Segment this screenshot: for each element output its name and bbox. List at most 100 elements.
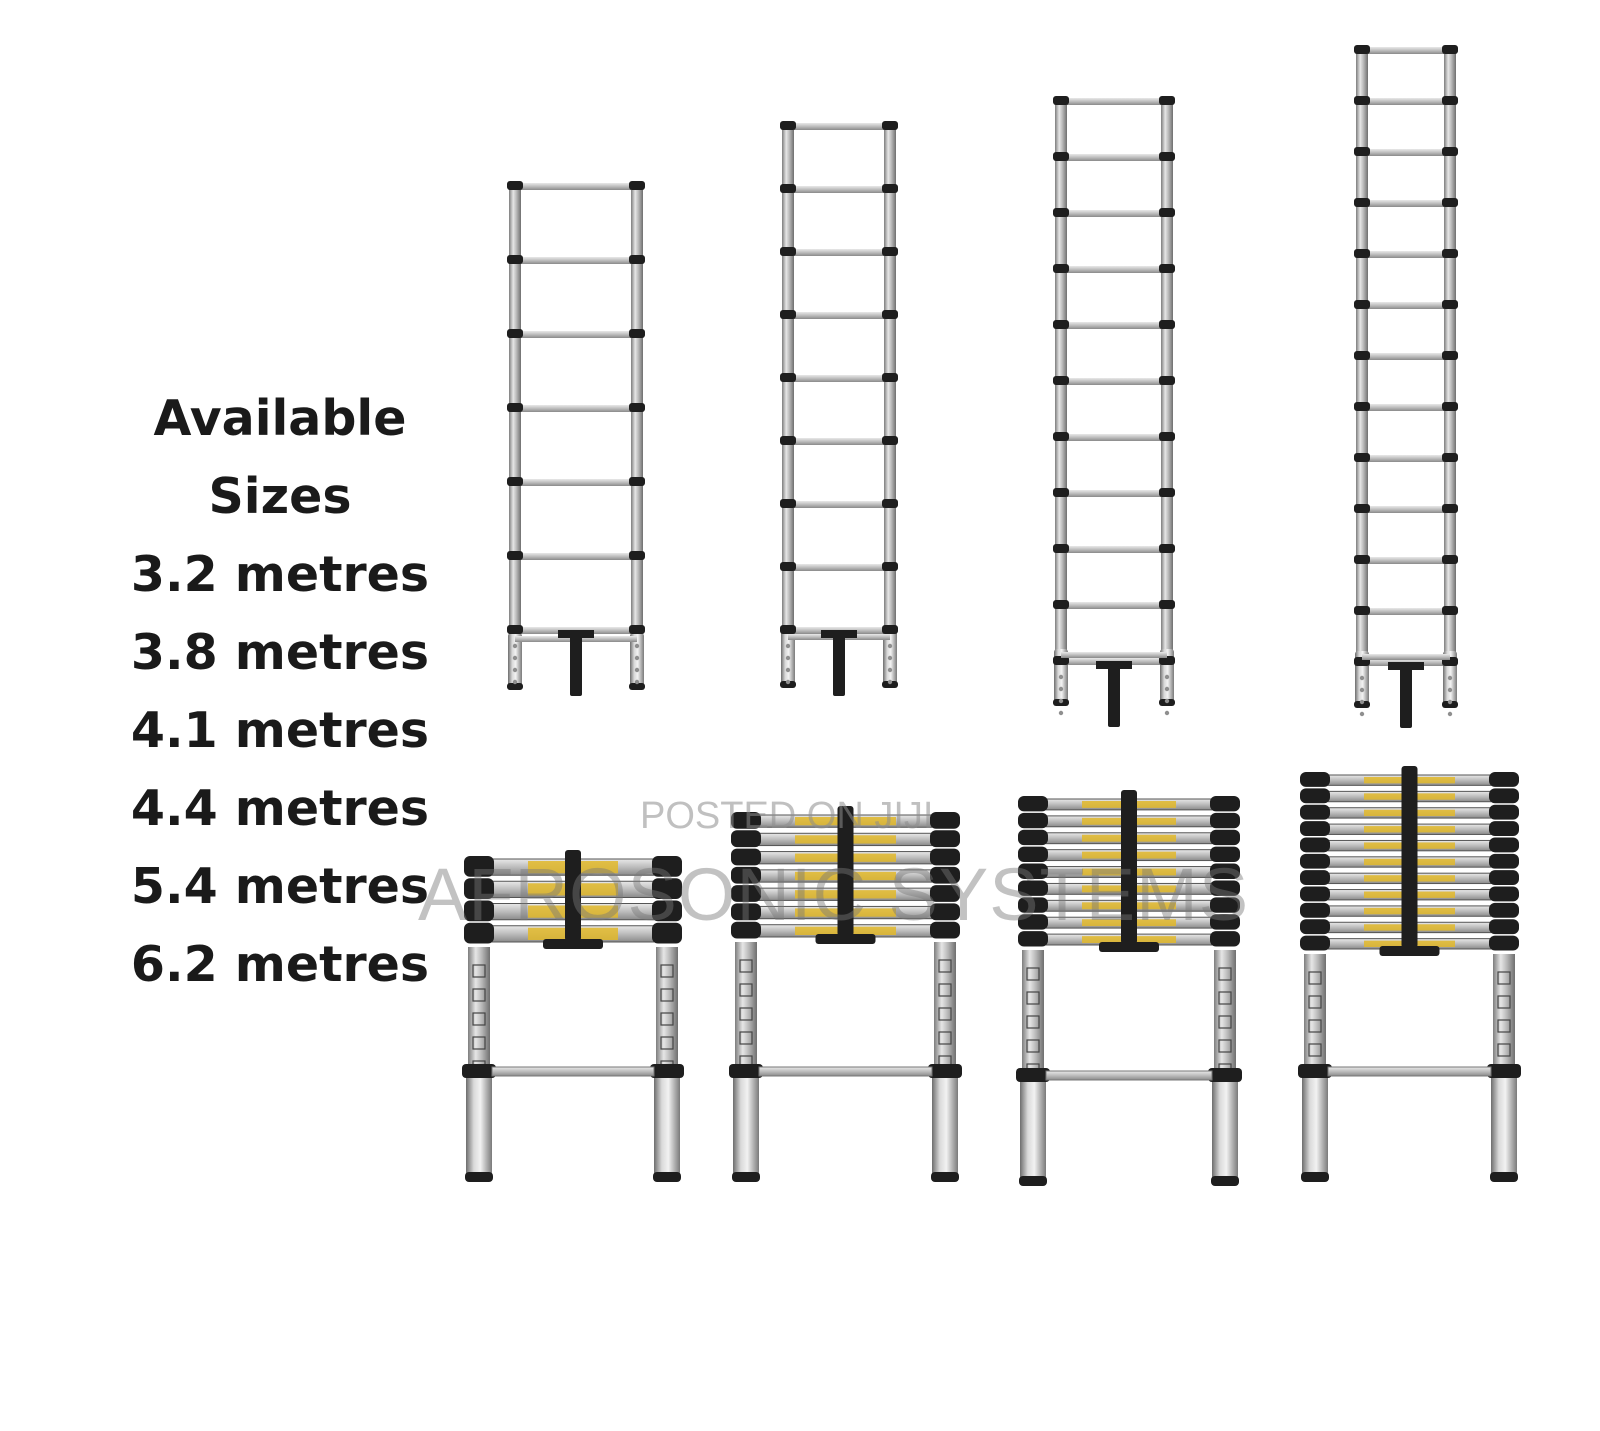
rung-clip — [1442, 147, 1458, 156]
rail-hole — [785, 655, 791, 661]
rung-clip — [780, 625, 796, 634]
end-cap — [1489, 935, 1519, 951]
telescopic-leg — [733, 1078, 759, 1174]
ladder-rung — [1061, 546, 1167, 553]
rung-clip — [507, 403, 523, 412]
centre-clamp — [837, 806, 854, 936]
leg-foot — [931, 1172, 959, 1182]
rung-clip — [1442, 402, 1458, 411]
rail-hole — [1359, 699, 1365, 705]
extended-ladder-2 — [780, 121, 898, 696]
end-cap — [1489, 902, 1519, 918]
telescopic-leg — [1212, 1082, 1238, 1178]
rail-hole — [1359, 711, 1365, 717]
ladder-rung — [515, 183, 637, 190]
rung-clip — [507, 477, 523, 486]
rung-clip — [882, 184, 898, 193]
rung-clip — [1354, 555, 1370, 564]
extended-ladder-1 — [507, 181, 645, 696]
ladder-rung — [1362, 98, 1450, 105]
rail-hole — [1058, 674, 1064, 680]
rung-clip — [1159, 432, 1175, 441]
end-cap — [1018, 897, 1048, 913]
rung-clip — [780, 499, 796, 508]
rung-clip — [780, 121, 796, 130]
end-cap — [1489, 870, 1519, 886]
rail-marking — [1026, 1015, 1040, 1029]
rung-clip — [780, 247, 796, 256]
folded-ladder-1 — [462, 850, 684, 1182]
rung-clip — [1442, 249, 1458, 258]
rail-hole — [1164, 710, 1170, 716]
ladder-rung — [788, 186, 890, 193]
end-cap — [731, 848, 761, 866]
ladder-rail — [509, 186, 521, 648]
rung-clip — [780, 184, 796, 193]
rail-marking — [472, 964, 486, 978]
leg-foot — [653, 1172, 681, 1182]
folded-ladders-row — [462, 766, 1521, 1186]
ladder-foot — [629, 683, 645, 690]
ladder-rung — [1362, 149, 1450, 156]
ladder-leg — [508, 633, 522, 688]
rung-clip — [882, 625, 898, 634]
end-cap — [1300, 788, 1330, 804]
rung-clip — [507, 329, 523, 338]
rail-marking — [938, 1031, 952, 1045]
rail-hole — [512, 667, 518, 673]
sizes-heading-line1: Available — [153, 390, 407, 447]
rung-clip — [1053, 320, 1069, 329]
available-sizes-panel: Available Sizes 3.2 metres 3.8 metres 4.… — [100, 380, 460, 1004]
end-cap — [652, 922, 682, 944]
size-option-5-4: 5.4 metres — [130, 858, 430, 915]
end-cap — [1018, 863, 1048, 879]
rail-marking — [938, 983, 952, 997]
rung-clip — [1159, 320, 1175, 329]
ladder-rung — [515, 479, 637, 486]
rung-clip — [1354, 606, 1370, 615]
rung-clip — [629, 181, 645, 190]
end-cap — [1300, 886, 1330, 902]
ladder-rung — [788, 249, 890, 256]
leg-foot — [1301, 1172, 1329, 1182]
rung-clip — [1159, 96, 1175, 105]
end-cap — [1018, 796, 1048, 812]
rung-clip — [1159, 264, 1175, 273]
size-option-3-2: 3.2 metres — [130, 546, 430, 603]
rung-clip — [1053, 96, 1069, 105]
ladder-rung — [515, 405, 637, 412]
rail-marking — [739, 983, 753, 997]
rung-clip — [629, 403, 645, 412]
rail-hole — [887, 667, 893, 673]
folded-ladder-3 — [1016, 790, 1242, 1186]
carry-strap — [570, 634, 582, 696]
end-cap — [731, 921, 761, 939]
rail-hole — [512, 679, 518, 685]
ladder-rung — [788, 438, 890, 445]
end-cap — [731, 812, 761, 829]
rung-clip — [1159, 488, 1175, 497]
rail-marking — [1497, 971, 1511, 985]
end-cap — [1018, 931, 1048, 947]
rung-clip — [629, 329, 645, 338]
centre-clamp — [1401, 766, 1418, 948]
ladder-rung — [788, 564, 890, 571]
rung-clip — [1053, 432, 1069, 441]
end-cap — [1300, 772, 1330, 787]
ladder-rung — [1061, 652, 1167, 658]
rung-clip — [1354, 351, 1370, 360]
end-cap — [930, 848, 960, 866]
clamp-base — [1099, 942, 1159, 952]
leg-collar — [1016, 1068, 1050, 1082]
end-cap — [464, 922, 494, 944]
centre-clamp — [565, 850, 581, 941]
rung-clip — [882, 562, 898, 571]
end-cap — [1489, 821, 1519, 836]
rung-clip — [507, 255, 523, 264]
end-cap — [1210, 914, 1240, 930]
rung-clip — [629, 477, 645, 486]
sizes-heading-line2: Sizes — [208, 468, 352, 525]
rail-marking — [472, 1012, 486, 1026]
rung-clip — [780, 436, 796, 445]
